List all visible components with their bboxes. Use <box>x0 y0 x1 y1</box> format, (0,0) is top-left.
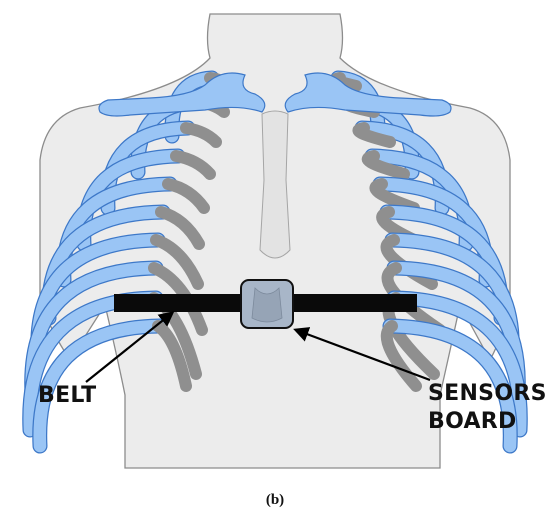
cartilage-left-5 <box>162 178 210 214</box>
cartilage-left-7 <box>150 234 204 290</box>
rib-cage <box>22 70 528 454</box>
cartilage-right-4 <box>361 150 410 180</box>
cartilage-right-10 <box>380 320 422 392</box>
cartilage-left-10 <box>152 320 192 392</box>
cartilage-left-6 <box>155 206 205 250</box>
sternum <box>259 110 291 259</box>
sensors-label-line1: SENSORS <box>428 381 547 406</box>
cartilage-left-4 <box>170 150 216 180</box>
rib-left-10-fill <box>33 319 167 453</box>
rib-right-9-fill <box>387 291 527 437</box>
sensors-board <box>240 279 294 329</box>
sensors-label-line2: BOARD <box>428 409 517 435</box>
figure-caption: (b) <box>265 492 285 508</box>
cartilage-left-3 <box>180 122 222 148</box>
cartilage-left-8 <box>148 262 208 336</box>
left-clavicle <box>98 72 266 117</box>
cartilage-right-8 <box>381 262 446 336</box>
cartilage-right-5 <box>369 178 420 214</box>
cartilage-right-3 <box>352 122 396 148</box>
belt-arrow <box>85 311 175 383</box>
sensors-board-label: SENSORS BOARD <box>428 380 547 436</box>
rib-right-10-fill <box>383 319 517 453</box>
sensors-arrow <box>293 327 431 382</box>
right-clavicle <box>284 72 452 117</box>
belt-label: BELT <box>38 383 97 408</box>
